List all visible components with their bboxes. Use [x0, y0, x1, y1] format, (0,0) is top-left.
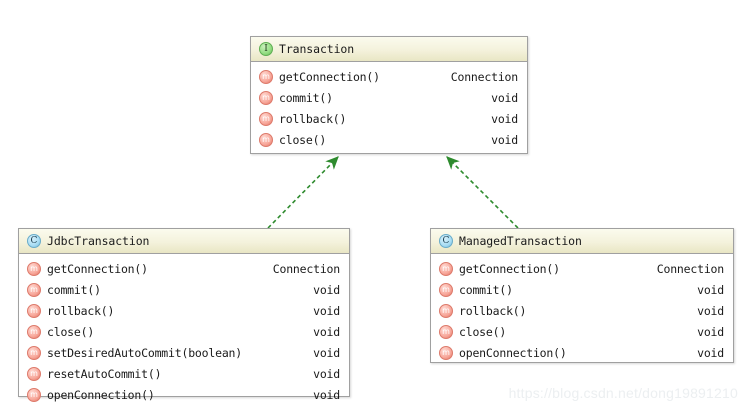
- uml-member-name: rollback(): [279, 111, 347, 126]
- uml-member-row[interactable]: m getConnection() Connection: [19, 258, 349, 279]
- connector-realization: [446, 156, 519, 229]
- uml-member-name: getConnection(): [279, 69, 380, 84]
- uml-member-type: void: [491, 90, 518, 105]
- method-icon: m: [439, 345, 453, 360]
- uml-member-name: commit(): [279, 90, 333, 105]
- connector-realization: [267, 156, 339, 229]
- uml-member-name: close(): [279, 132, 327, 147]
- uml-member-type: void: [313, 345, 340, 360]
- method-icon: m: [259, 111, 273, 126]
- uml-member-type: void: [697, 324, 724, 339]
- interface-icon: I: [259, 42, 273, 56]
- uml-member-row[interactable]: m getConnection() Connection: [251, 66, 527, 87]
- uml-member-row[interactable]: m rollback() void: [431, 300, 733, 321]
- uml-node-transaction[interactable]: I Transaction m getConnection() Connection…: [250, 36, 528, 154]
- uml-member-row[interactable]: m rollback() void: [19, 300, 349, 321]
- uml-member-name: openConnection(): [459, 345, 567, 360]
- uml-member-name: close(): [47, 324, 95, 339]
- uml-member-name: commit(): [459, 282, 513, 297]
- uml-node-title: ManagedTransaction: [459, 234, 582, 248]
- uml-member-type: Connection: [656, 261, 724, 276]
- uml-member-row[interactable]: m commit() void: [19, 279, 349, 300]
- uml-member-row[interactable]: m setDesiredAutoCommit(boolean) void: [19, 342, 349, 363]
- method-icon: m: [439, 324, 453, 339]
- uml-member-name: rollback(): [47, 303, 115, 318]
- uml-node-header: C JdbcTransaction: [19, 229, 349, 254]
- uml-member-row[interactable]: m resetAutoCommit() void: [19, 363, 349, 384]
- uml-member-type: Connection: [272, 261, 340, 276]
- uml-member-name: commit(): [47, 282, 101, 297]
- uml-member-type: void: [697, 303, 724, 318]
- uml-member-type: void: [313, 303, 340, 318]
- uml-node-managed-transaction[interactable]: C ManagedTransaction m getConnection() Con…: [430, 228, 734, 363]
- method-icon: m: [27, 261, 41, 276]
- uml-member-type: void: [313, 324, 340, 339]
- method-icon: m: [27, 366, 41, 381]
- uml-member-name: openConnection(): [47, 387, 155, 402]
- method-icon: m: [439, 261, 453, 276]
- uml-member-row[interactable]: m close() void: [251, 129, 527, 150]
- method-icon: m: [439, 303, 453, 318]
- uml-member-name: close(): [459, 324, 507, 339]
- uml-member-type: Connection: [450, 69, 518, 84]
- method-icon: m: [259, 69, 273, 84]
- uml-member-name: getConnection(): [459, 261, 560, 276]
- uml-member-name: getConnection(): [47, 261, 148, 276]
- uml-member-type: void: [313, 282, 340, 297]
- uml-node-jdbc-transaction[interactable]: C JdbcTransaction m getConnection() Connec…: [18, 228, 350, 402]
- method-icon: m: [27, 282, 41, 297]
- method-icon: m: [439, 282, 453, 297]
- uml-member-type: void: [313, 387, 340, 402]
- uml-member-type: void: [697, 345, 724, 360]
- class-icon: C: [27, 234, 41, 248]
- uml-member-name: resetAutoCommit(): [47, 366, 162, 381]
- uml-member-row[interactable]: m getConnection() Connection: [431, 258, 733, 279]
- method-icon: m: [27, 345, 41, 360]
- uml-member-row[interactable]: m openConnection() void: [19, 384, 349, 405]
- uml-member-name: setDesiredAutoCommit(boolean): [47, 345, 242, 360]
- uml-node-header: C ManagedTransaction: [431, 229, 733, 254]
- uml-member-type: void: [491, 111, 518, 126]
- class-icon: C: [439, 234, 453, 248]
- uml-member-row[interactable]: m commit() void: [251, 87, 527, 108]
- method-icon: m: [27, 303, 41, 318]
- uml-member-type: void: [697, 282, 724, 297]
- method-icon: m: [259, 132, 273, 147]
- uml-member-row[interactable]: m close() void: [431, 321, 733, 342]
- uml-member-row[interactable]: m commit() void: [431, 279, 733, 300]
- uml-member-type: void: [491, 132, 518, 147]
- uml-member-row[interactable]: m rollback() void: [251, 108, 527, 129]
- uml-node-title: JdbcTransaction: [47, 234, 150, 248]
- watermark-text: https://blog.csdn.net/dong19891210: [508, 385, 738, 401]
- uml-member-type: void: [313, 366, 340, 381]
- uml-member-row[interactable]: m openConnection() void: [431, 342, 733, 363]
- uml-node-header: I Transaction: [251, 37, 527, 62]
- method-icon: m: [27, 324, 41, 339]
- uml-member-name: rollback(): [459, 303, 527, 318]
- uml-node-title: Transaction: [279, 42, 355, 56]
- uml-member-row[interactable]: m close() void: [19, 321, 349, 342]
- method-icon: m: [259, 90, 273, 105]
- method-icon: m: [27, 387, 41, 402]
